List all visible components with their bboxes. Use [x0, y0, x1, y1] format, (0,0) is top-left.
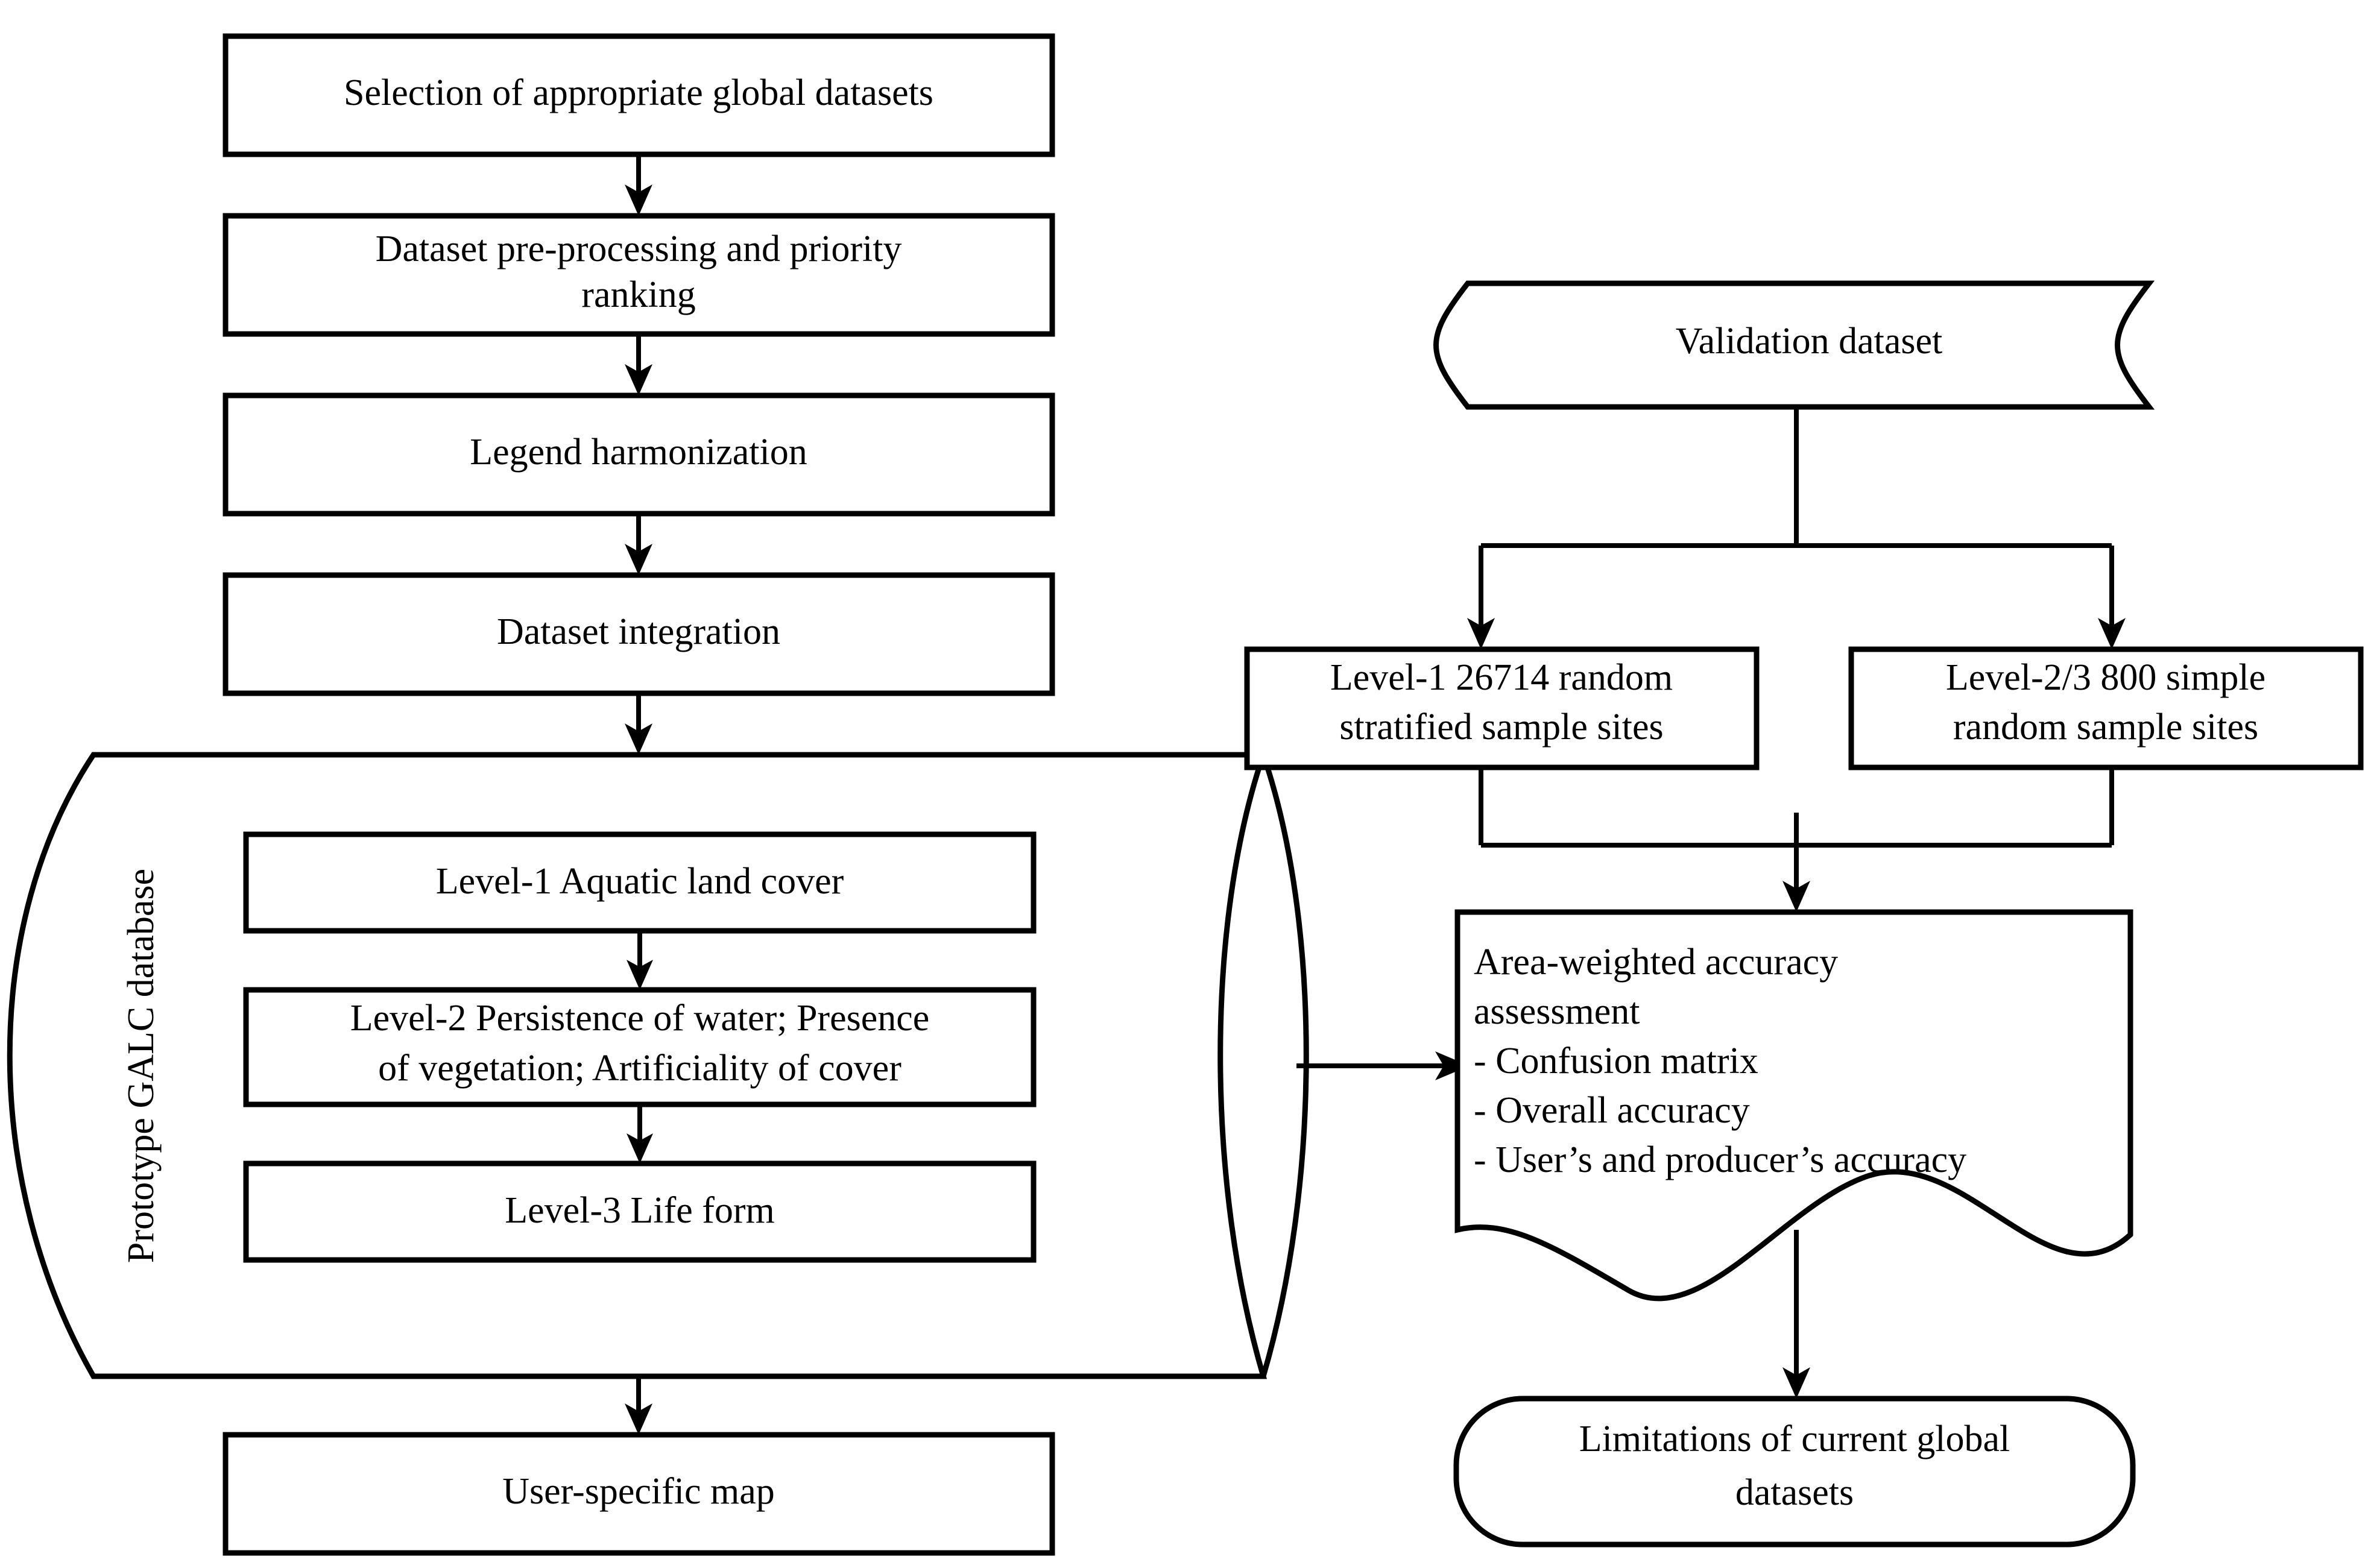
edge-level2-to-level3: [627, 1104, 653, 1163]
node-selection[interactable]: Selection of appropriate global datasets: [223, 33, 1055, 157]
node-level1[interactable]: Level-1 Aquatic land cover: [243, 831, 1037, 934]
node-preprocessing[interactable]: Dataset pre-processing and priority rank…: [223, 213, 1055, 337]
node-level3-label: Level-3 Life form: [505, 1190, 775, 1231]
node-level2[interactable]: Level-2 Persistence of water; Presence o…: [243, 987, 1037, 1107]
node-harmonization[interactable]: Legend harmonization: [223, 392, 1055, 517]
node-database-cap: [1260, 754, 1309, 1378]
node-assessment-label-line2: assessment: [1474, 991, 1640, 1032]
node-validation-tape: [1433, 280, 2155, 410]
node-samples-l23[interactable]: Level-2/3 800 simple random sample sites: [1848, 646, 2364, 770]
node-level3-box: [243, 1160, 1037, 1263]
node-assessment-label-line5: - User’s and producer’s accuracy: [1474, 1139, 1966, 1180]
node-harmonization-label: Legend harmonization: [470, 432, 807, 473]
node-assessment-document: [1454, 909, 2133, 1302]
node-integration-box: [223, 572, 1055, 696]
edge-validation-split: [1467, 407, 2126, 649]
node-limitations[interactable]: Limitations of current global datasets: [1453, 1396, 2136, 1548]
node-samples-l1-label-line2: stratified sample sites: [1339, 707, 1663, 748]
node-validation[interactable]: Validation dataset: [1433, 280, 2155, 410]
node-assessment-label-line1: Area-weighted accuracy: [1474, 942, 1838, 983]
node-usermap-label: User-specific map: [502, 1471, 775, 1512]
node-preprocessing-label-line2: ranking: [581, 274, 695, 315]
node-level1-label: Level-1 Aquatic land cover: [436, 861, 844, 902]
edge-preprocessing-to-harmonization: [625, 334, 652, 395]
node-selection-label: Selection of appropriate global datasets: [344, 72, 933, 113]
node-preprocessing-label-line1: Dataset pre-processing and priority: [376, 228, 902, 269]
node-level2-label-line2: of vegetation; Artificiality of cover: [378, 1048, 901, 1089]
edge-level1-to-level2: [627, 931, 653, 990]
node-samples-l1[interactable]: Level-1 26714 random stratified sample s…: [1244, 646, 1760, 770]
edge-integration-to-database: [625, 693, 652, 755]
node-limitations-label-line1: Limitations of current global: [1579, 1418, 2010, 1459]
node-integration[interactable]: Dataset integration: [223, 572, 1055, 696]
node-database-label: Prototype GALC database: [121, 869, 162, 1263]
edge-assessment-to-limitations: [1782, 1230, 1810, 1399]
node-usermap[interactable]: User-specific map: [223, 1432, 1055, 1556]
node-validation-label: Validation dataset: [1676, 321, 1942, 362]
edge-database-to-assessment: [1296, 1051, 1470, 1080]
edge-samples-merge-to-assessment: [1479, 767, 2114, 912]
node-usermap-box: [223, 1432, 1055, 1556]
edge-database-to-usermap: [625, 1376, 652, 1435]
node-assessment-label-line3: - Confusion matrix: [1474, 1041, 1758, 1082]
node-limitations-box: [1453, 1396, 2136, 1548]
edge-selection-to-preprocessing: [625, 154, 652, 216]
node-samples-l23-label-line1: Level-2/3 800 simple: [1946, 657, 2265, 698]
node-level3[interactable]: Level-3 Life form: [243, 1160, 1037, 1263]
node-samples-l23-label-line2: random sample sites: [1953, 707, 2258, 748]
node-preprocessing-box: [223, 213, 1055, 337]
node-samples-l1-label-line1: Level-1 26714 random: [1330, 657, 1673, 698]
node-assessment[interactable]: Area-weighted accuracy assessment - Conf…: [1454, 909, 2133, 1302]
node-samples-l23-box: [1848, 646, 2364, 770]
edge-harmonization-to-integration: [625, 514, 652, 575]
node-selection-box: [223, 33, 1055, 157]
node-assessment-label-line4: - Overall accuracy: [1474, 1090, 1750, 1131]
node-samples-l1-box: [1244, 646, 1760, 770]
node-integration-label: Dataset integration: [497, 611, 780, 652]
node-level2-box: [243, 987, 1037, 1107]
node-level2-label-line1: Level-2 Persistence of water; Presence: [350, 998, 930, 1039]
node-limitations-label-line2: datasets: [1735, 1472, 1854, 1513]
